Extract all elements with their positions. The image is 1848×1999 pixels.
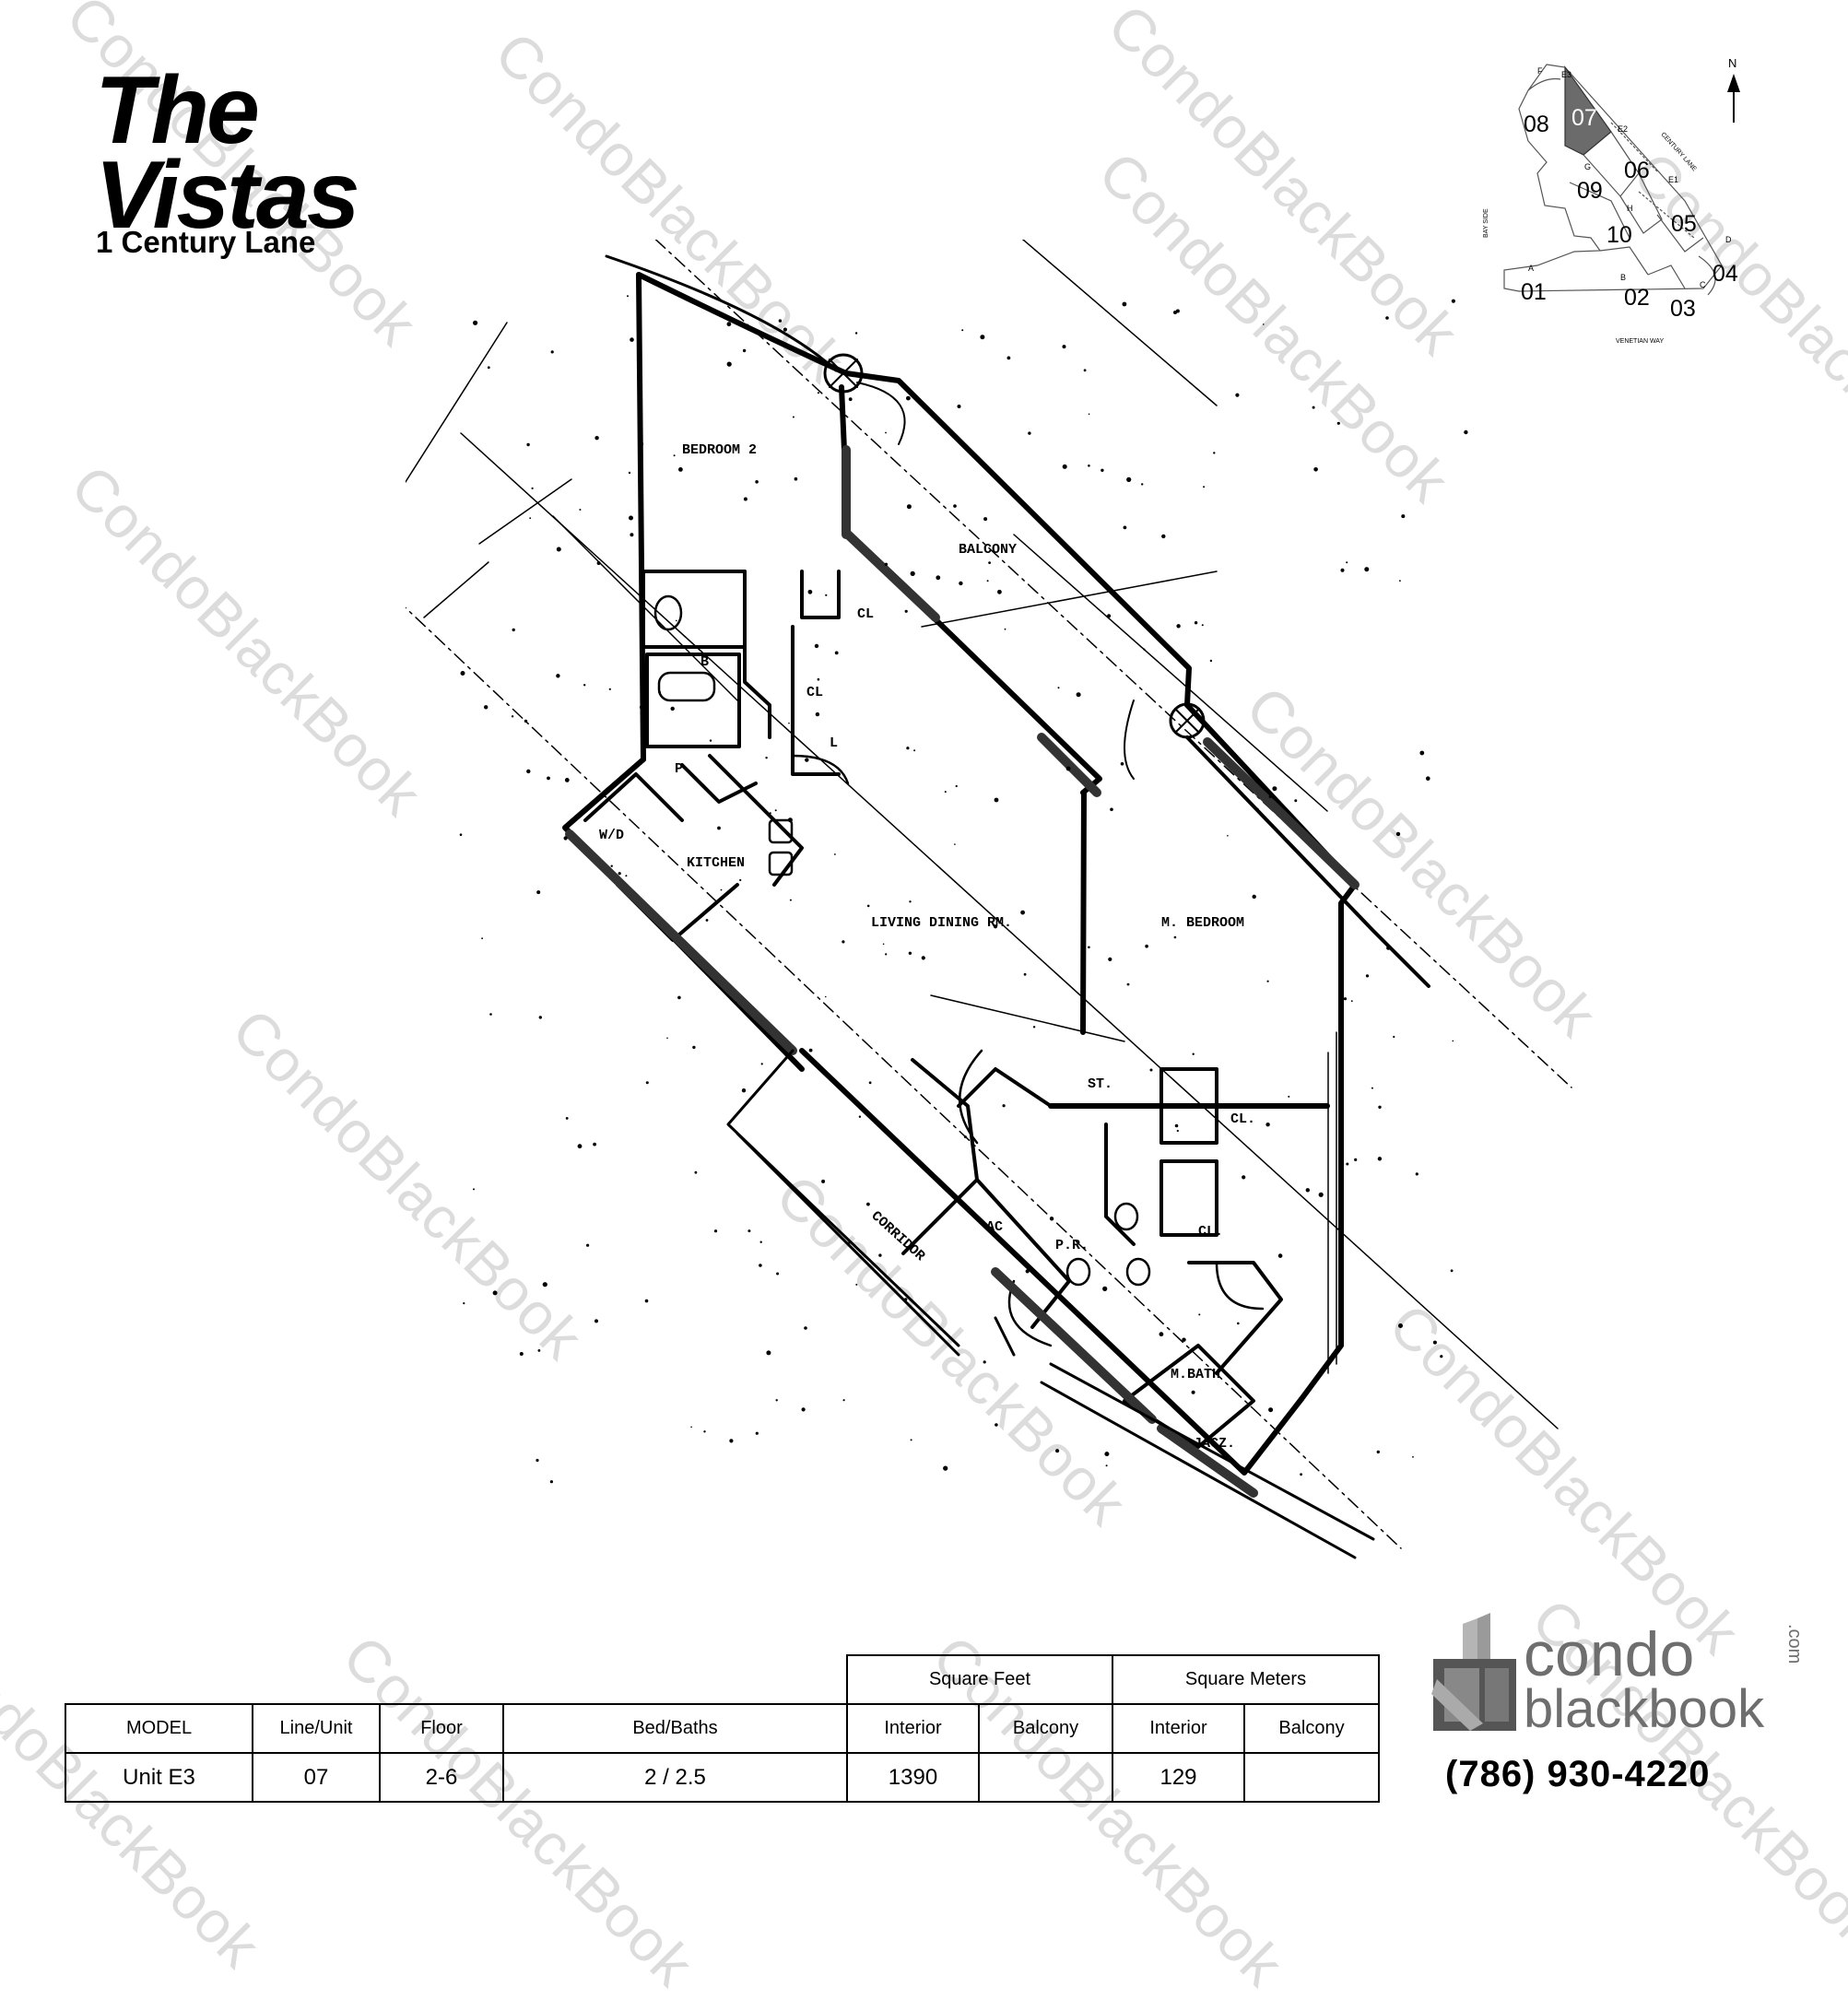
key-letter-e2: E2 <box>1618 124 1628 134</box>
column-header-sqft-interior: Interior <box>846 1703 980 1754</box>
room-label-master-bath: M.BATH <box>1171 1367 1220 1382</box>
key-letter-c: C <box>1700 280 1706 289</box>
cell-sqft-interior: 1390 <box>846 1752 980 1803</box>
column-header-sqft-balcony: Balcony <box>978 1703 1113 1754</box>
column-header-sqm-interior: Interior <box>1112 1703 1245 1754</box>
room-label-bath: B <box>700 654 709 670</box>
room-label-washer-dryer: W/D <box>599 828 624 843</box>
header-square-feet: Square Feet <box>846 1654 1113 1705</box>
room-label-closet2: CL. <box>1198 1224 1223 1240</box>
room-label-master-bedroom: M. BEDROOM <box>1161 915 1244 931</box>
unit-info-table: Square Feet Square Meters MODEL Line/Uni… <box>65 1654 1380 1803</box>
room-label-pantry: P <box>675 761 683 777</box>
watermark-text: CondoBlackBook <box>58 452 435 829</box>
column-header-bed-baths: Bed/Baths <box>502 1703 848 1754</box>
phone-number: (786) 930-4220 <box>1445 1754 1711 1794</box>
key-unit-05: 05 <box>1671 211 1697 237</box>
key-unit-04: 04 <box>1713 261 1738 287</box>
room-label-jacuzzi: JACZ. <box>1194 1436 1235 1452</box>
key-unit-03: 03 <box>1670 296 1696 322</box>
cell-bed-baths: 2 / 2.5 <box>502 1752 848 1803</box>
cell-sqm-interior: 129 <box>1112 1752 1245 1803</box>
room-label-kitchen: KITCHEN <box>687 855 745 871</box>
key-letter-a: A <box>1528 264 1534 273</box>
column-header-line-unit: Line/Unit <box>252 1703 381 1754</box>
room-label-closet4: CL <box>806 685 823 700</box>
north-arrow-icon: N <box>1727 56 1740 123</box>
key-letter-d: D <box>1725 235 1732 244</box>
key-letter-f: F <box>1537 66 1543 76</box>
room-label-powder-room: P.R. <box>1055 1238 1089 1253</box>
header-square-meters: Square Meters <box>1112 1654 1380 1705</box>
key-unit-09: 09 <box>1577 178 1603 204</box>
svg-text:N: N <box>1728 56 1736 70</box>
room-label-linen: L <box>830 735 838 751</box>
key-letter-e1: E1 <box>1668 175 1678 184</box>
room-label-closet1: CL. <box>1230 1111 1255 1127</box>
column-header-model: MODEL <box>65 1703 253 1754</box>
key-letter-h: H <box>1627 204 1633 213</box>
key-letter-g: G <box>1584 162 1591 171</box>
room-label-storage: ST. <box>1088 1076 1112 1092</box>
building-address: 1 Century Lane <box>96 225 316 259</box>
key-street-bay-side: BAY SIDE <box>1483 208 1489 238</box>
key-unit-01: 01 <box>1521 279 1547 305</box>
logo-suffix-com: .com <box>1784 1624 1805 1664</box>
column-header-sqm-balcony: Balcony <box>1243 1703 1380 1754</box>
key-plan-map: N 01 02 03 04 05 06 07 08 09 10 A B C D … <box>1483 56 1740 345</box>
table-row: Unit E3 07 2-6 2 / 2.5 1390 129 <box>65 1752 1380 1803</box>
building-title-line2: Vistas <box>95 142 360 249</box>
cell-sqm-balcony <box>1243 1752 1380 1803</box>
key-unit-07: 07 <box>1571 105 1597 131</box>
key-unit-10: 10 <box>1607 222 1632 248</box>
room-label-balcony: BALCONY <box>959 542 1017 558</box>
key-letter-b: B <box>1620 273 1626 282</box>
logo-word-condo: condo <box>1524 1619 1694 1689</box>
key-street-century-lane: CENTURY LANE <box>1660 132 1698 173</box>
cell-model: Unit E3 <box>65 1752 253 1803</box>
building-title-line1: The <box>95 57 260 164</box>
cell-line-unit: 07 <box>252 1752 381 1803</box>
room-label-closet3: CL <box>857 606 874 622</box>
floor-plan: BEDROOM 2 BALCONY KITCHEN LIVING DINING … <box>406 240 1572 1559</box>
key-unit-06: 06 <box>1624 158 1650 183</box>
cell-floor: 2-6 <box>379 1752 504 1803</box>
room-label-ac: AC <box>986 1219 1003 1235</box>
logo-word-blackbook: blackbook <box>1524 1679 1765 1739</box>
key-unit-02: 02 <box>1624 285 1650 311</box>
column-header-floor: Floor <box>379 1703 504 1754</box>
key-street-venetian-way: VENETIAN WAY <box>1616 338 1664 345</box>
cell-sqft-balcony <box>978 1752 1113 1803</box>
building-icon <box>1431 1613 1516 1731</box>
key-letter-e3: E3 <box>1561 70 1571 79</box>
key-unit-08: 08 <box>1524 112 1549 137</box>
room-label-living-dining: LIVING DINING RM. <box>871 915 1012 931</box>
room-label-bedroom2: BEDROOM 2 <box>682 442 757 458</box>
condoblackbook-logo: condo blackbook .com <box>1431 1613 1805 1739</box>
